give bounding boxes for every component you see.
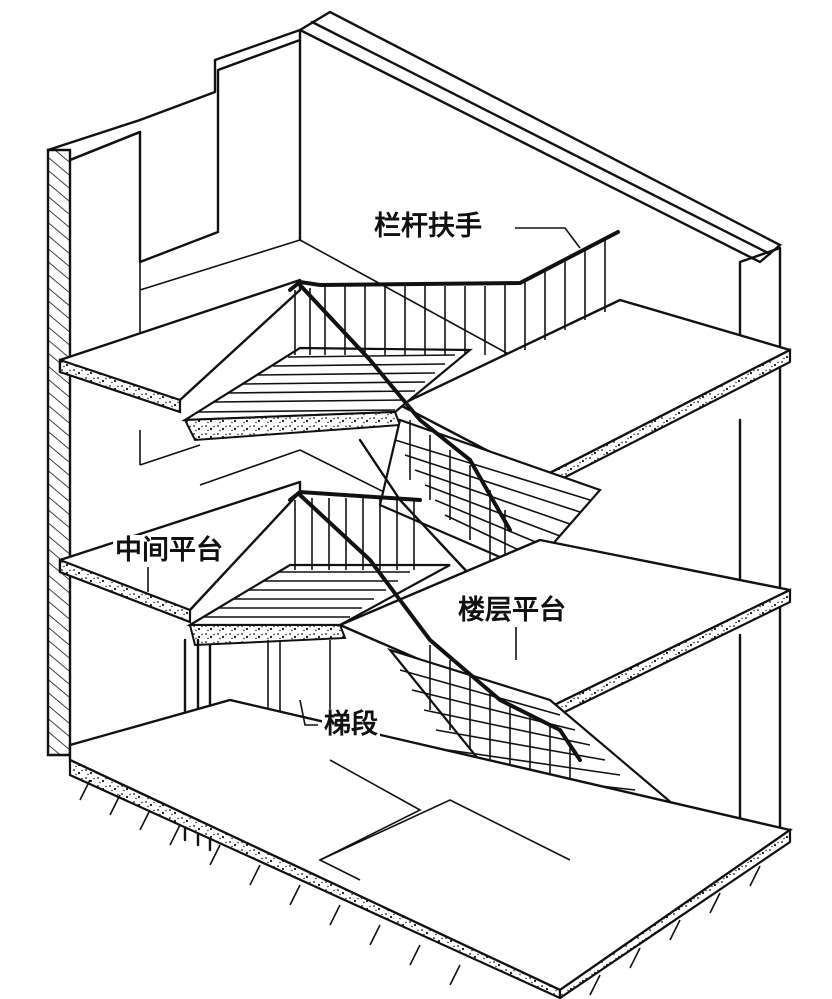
ground-floor [68,698,793,999]
stair-flight-label: 梯段 [322,709,380,741]
upper-floor-slab [58,278,792,492]
middle-landing-label: 中间平台 [113,535,225,567]
middle-railing [288,489,582,835]
railing-label: 栏杆扶手 [372,211,484,243]
upper-railing [288,230,620,580]
left-section-wall [46,118,142,757]
leader-lines [147,227,581,726]
back-walls [68,10,783,842]
floor-landing-label: 楼层平台 [456,595,568,627]
ground-hatch [79,779,761,996]
